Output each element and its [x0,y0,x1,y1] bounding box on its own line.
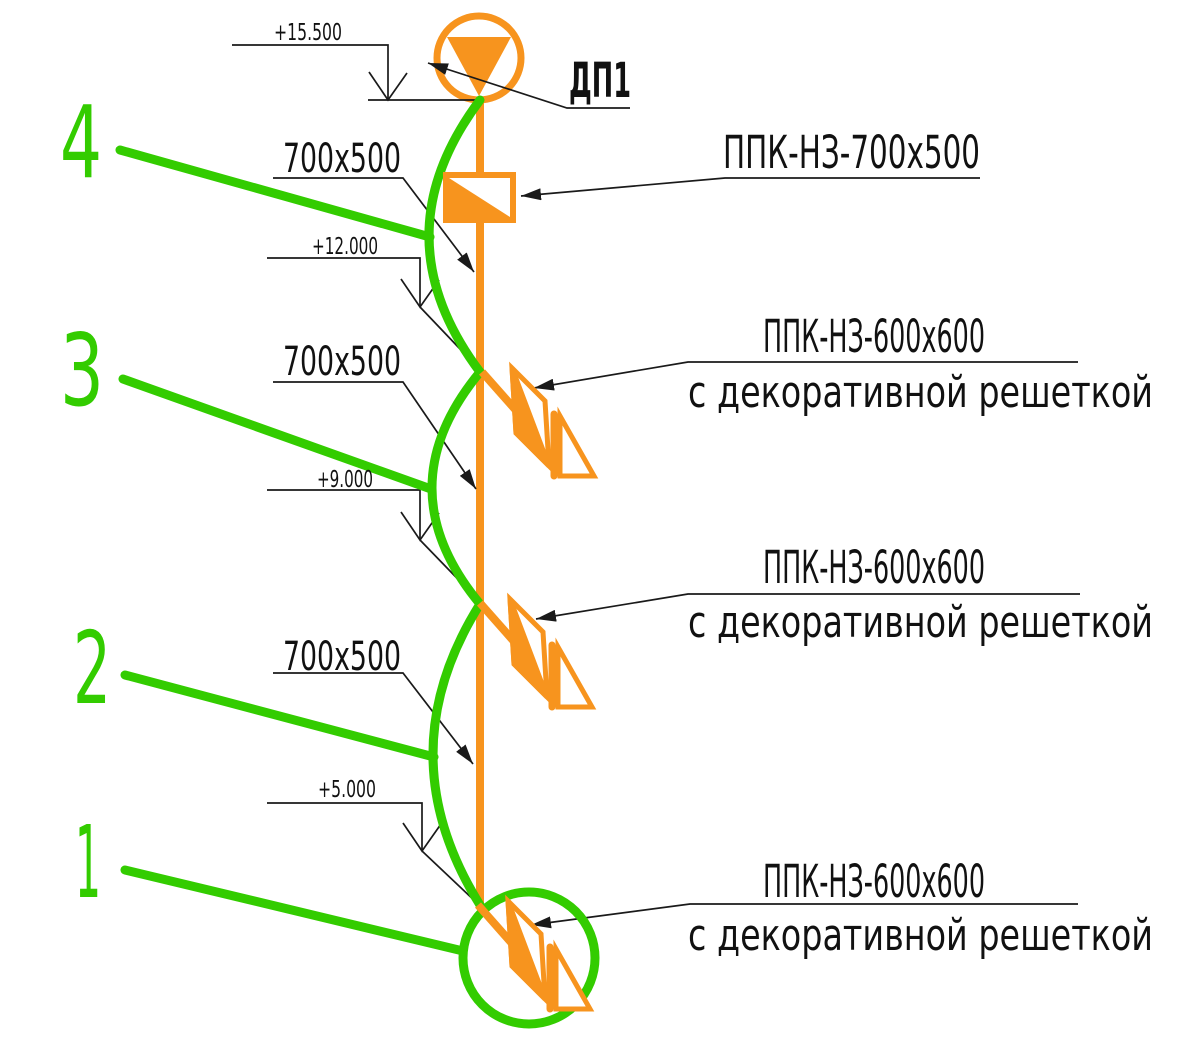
inline-damper-symbol [443,172,516,223]
damper-blade-icon [507,598,550,699]
branch-damper-symbol-2 [477,592,597,711]
branch-damper-label-3: ППК-НЗ-600х600 [763,855,985,908]
floor-number-1: 1 [75,804,101,921]
detail-circle-markup [458,887,600,1029]
elevation-label-15500: +15.500 [274,20,342,46]
floor-leader-4 [115,145,435,242]
branch-damper-symbol-3 [475,894,595,1013]
fan-triangle-icon [447,37,511,96]
damper-blade-icon [505,900,548,1001]
duct-size-label-1: 700x500 [283,136,401,182]
floor-number-2: 2 [73,610,111,727]
duct-size-label-2: 700x500 [283,339,401,385]
branch-damper-symbol-1 [479,361,599,480]
floor-leader-1 [120,865,468,956]
floor-leader-2 [120,670,439,762]
branch-damper-note-2: с декоративной решеткой [688,597,1153,648]
branch-damper-leader-1 [533,361,1078,391]
elevation-mark-15500 [232,44,477,102]
branch-damper-leader-2 [535,593,1080,622]
branch-damper-note-1: с декоративной решеткой [688,367,1153,418]
floor-number-3: 3 [60,312,104,429]
fan-symbol [433,12,525,104]
duct-size-label-3: 700x500 [283,634,401,680]
branch-damper-note-3: с декоративной решеткой [688,910,1153,961]
size-leader-3 [273,672,474,765]
fan-tag-label: ДП1 [569,53,631,109]
grille-triangle-icon [557,406,599,479]
floor-number-4: 4 [60,84,102,201]
elevation-mark-5000 [267,802,478,904]
damper-blade-icon [449,178,510,217]
grille-triangle-icon [555,637,597,710]
branch-damper-label-1: ППК-НЗ-600х600 [763,310,985,363]
floor-leader-3 [118,374,436,494]
elevation-label-12000: +12.000 [312,234,378,260]
damper-blade-icon [509,367,552,468]
grille-triangle-icon [553,939,595,1012]
size-leader-1 [273,177,475,273]
elevation-label-9000: +9.000 [317,467,373,493]
fan-tag-leader [427,62,630,109]
top-damper-leader [520,177,980,201]
top-damper-label: ППК-НЗ-700х500 [723,126,980,179]
elevation-label-5000: +5.000 [318,777,376,803]
size-leader-2 [273,381,477,490]
branch-damper-label-2: ППК-НЗ-600х600 [763,541,985,594]
